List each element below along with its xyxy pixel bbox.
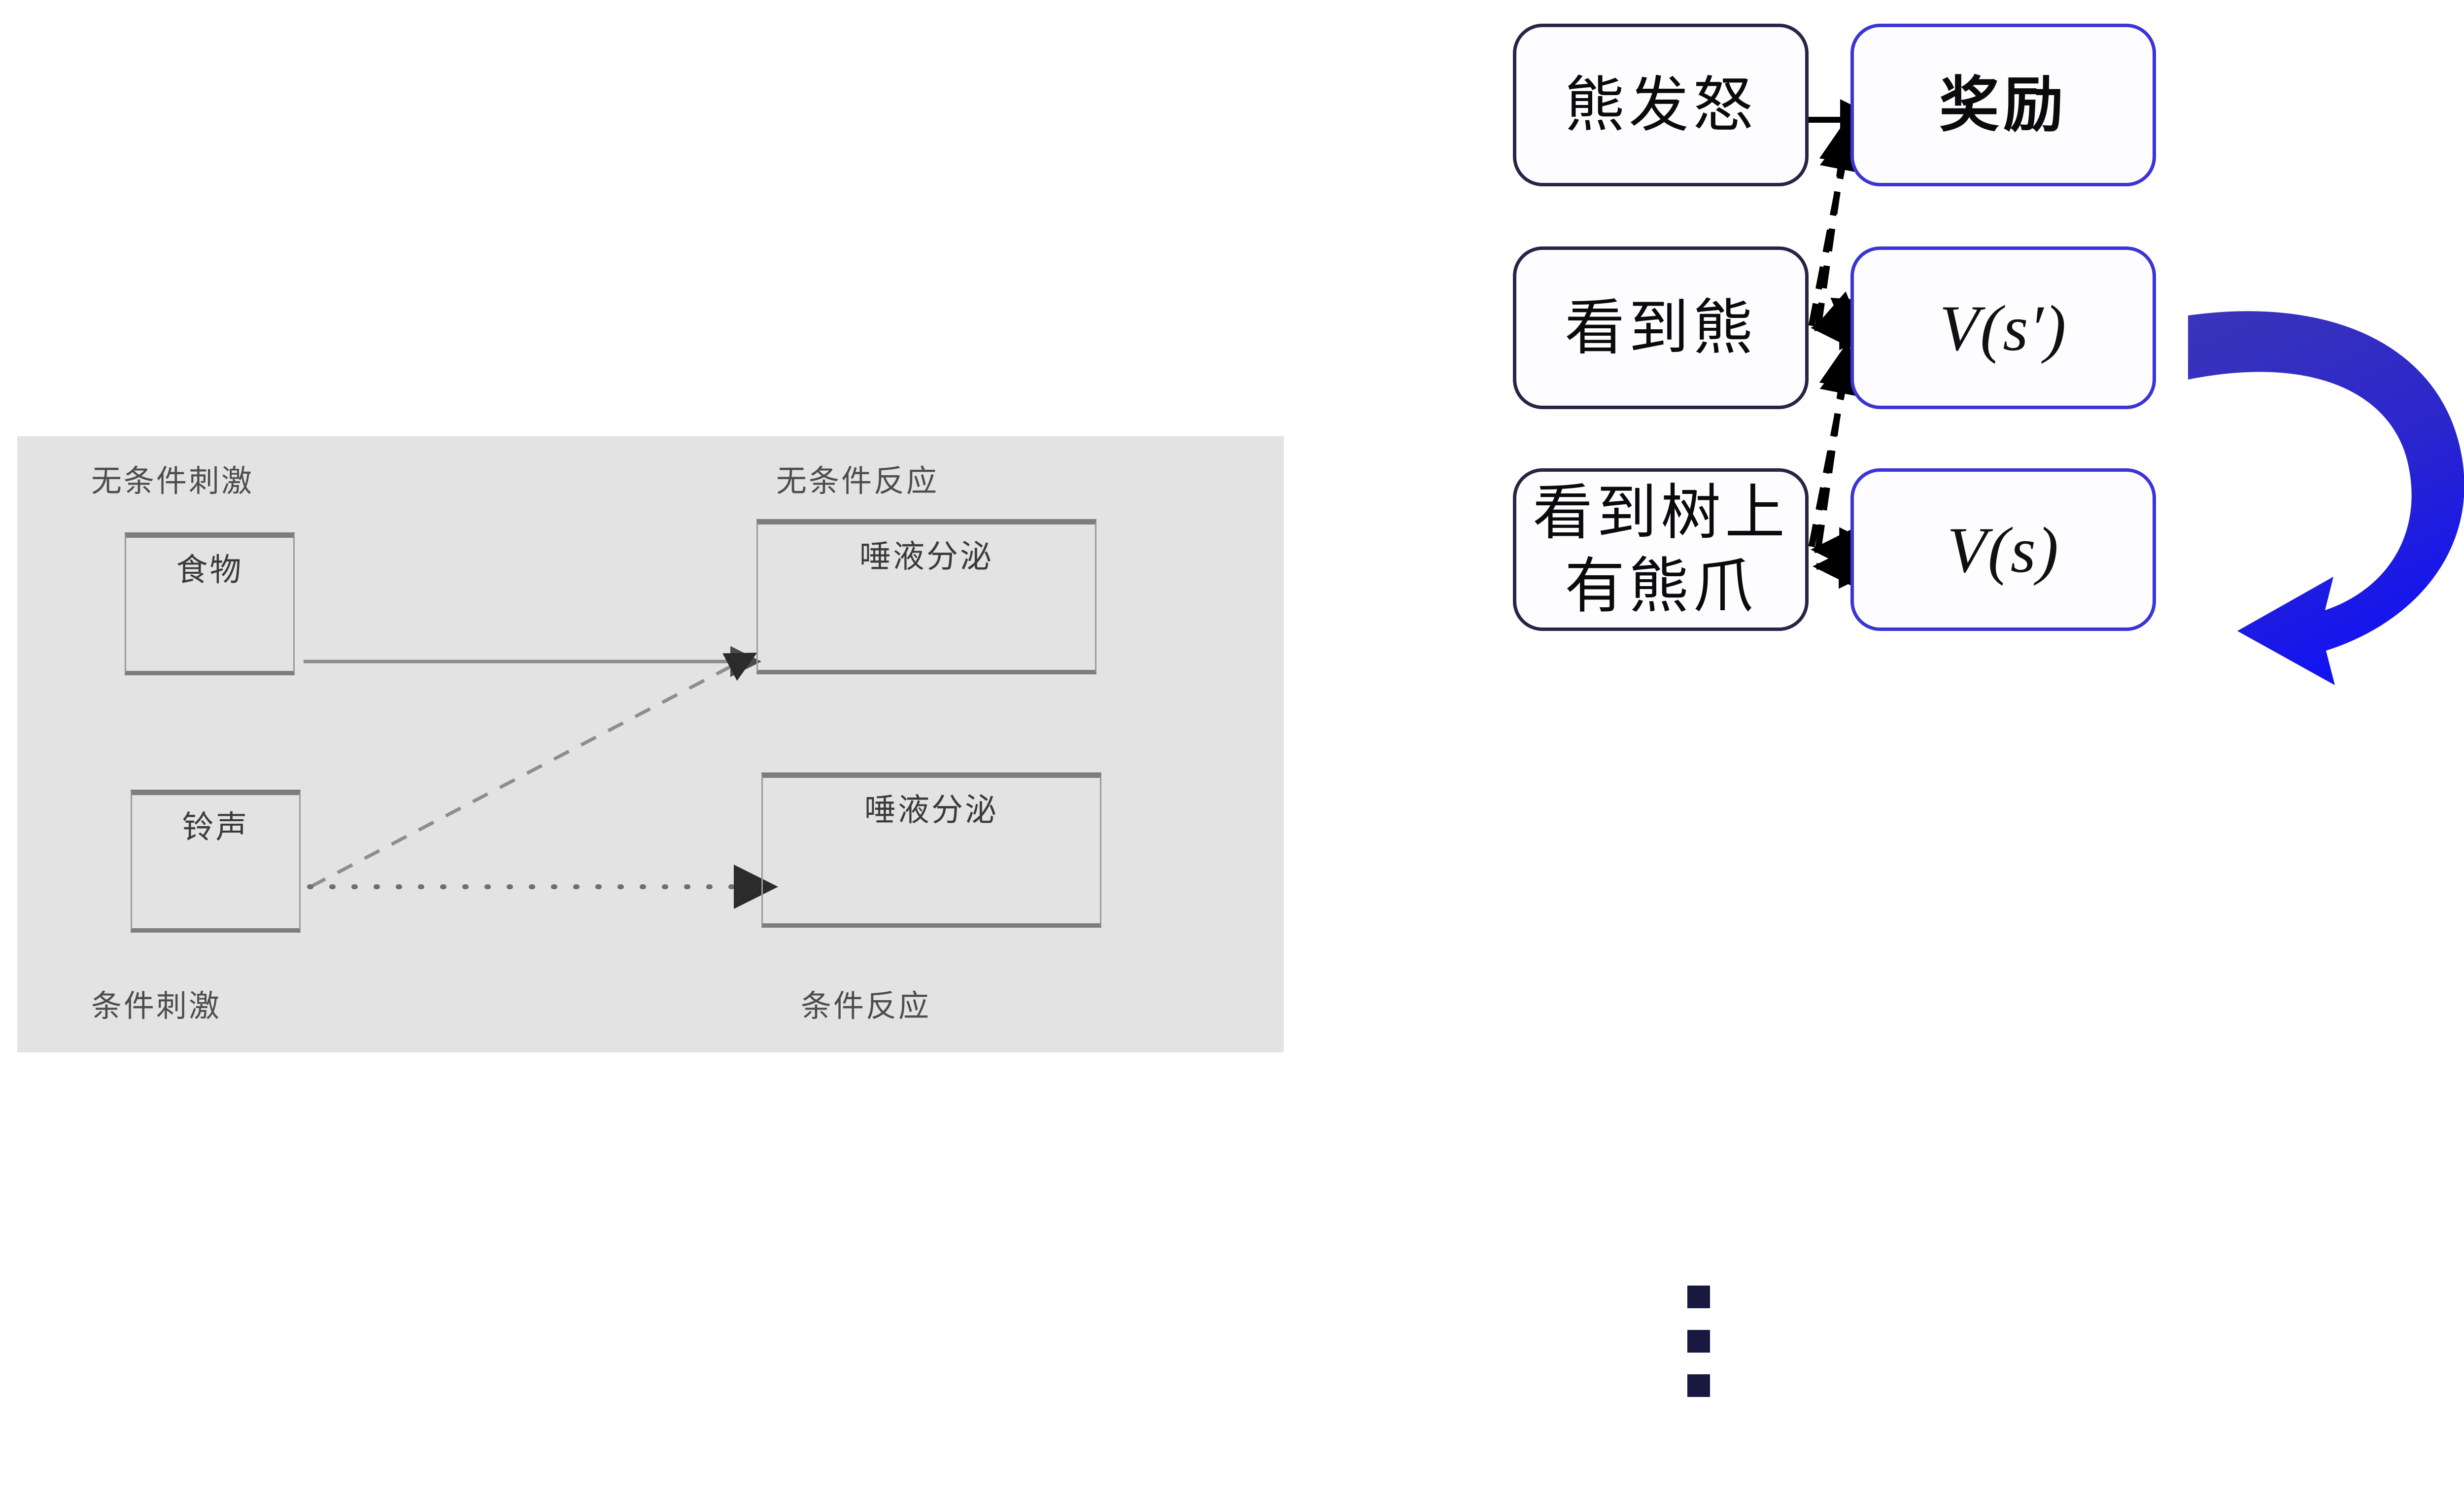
caption-conditioned-stimulus: 条件刺激 <box>91 989 222 1023</box>
cc-box-bell: 铃声 <box>131 790 301 933</box>
cc-box-food: 食物 <box>125 532 295 675</box>
rl-box-see-bear: 看到熊 <box>1513 246 1809 409</box>
cc-box-salivation-bottom: 唾液分泌 <box>761 772 1101 928</box>
rl-edges-layer <box>1808 99 2464 685</box>
caption-conditioned-response: 条件反应 <box>801 989 931 1023</box>
cc-box-salivation-top-label: 唾液分泌 <box>859 539 993 574</box>
cc-box-food-label: 食物 <box>176 552 243 588</box>
rl-box-see-bear-claw-label: 看到树上 有熊爪 <box>1533 479 1789 620</box>
classical-conditioning-panel: 无条件刺激 无条件反应 条件刺激 条件反应 食物 铃声 唾液分泌 唾液分泌 <box>17 436 1284 1052</box>
ellipsis-left-column <box>1687 1286 1710 1397</box>
update-loop-arrow <box>2188 311 2464 685</box>
rl-box-value-state-label: V(s) <box>1947 513 2059 586</box>
ellipsis-square <box>1687 1330 1710 1353</box>
cc-box-bell-label: 铃声 <box>182 809 249 845</box>
caption-unconditioned-stimulus: 无条件刺激 <box>91 464 254 498</box>
rl-box-value-state: V(s) <box>1850 468 2156 631</box>
rl-box-reward: 奖励 <box>1850 24 2156 186</box>
rl-box-reward-label: 奖励 <box>1939 71 2067 139</box>
edge-see-bear-to-vsprime <box>1813 291 1881 340</box>
ellipsis-square <box>1687 1286 1710 1308</box>
rl-td-learning-diagram: 熊发怒 看到熊 看到树上 有熊爪 奖励 V(s′) V(s) <box>1429 0 2464 1499</box>
classical-conditioning-edges <box>304 646 778 909</box>
edge-claw-to-vsprime <box>1808 349 1864 548</box>
caption-unconditioned-response: 无条件反应 <box>776 464 939 498</box>
rl-box-see-bear-label: 看到熊 <box>1565 294 1757 361</box>
edge-see-bear-to-reward <box>1808 125 1864 327</box>
rl-box-see-bear-claw: 看到树上 有熊爪 <box>1513 468 1809 631</box>
rl-box-bear-angry: 熊发怒 <box>1513 24 1809 186</box>
rl-box-value-next-state-label: V(s′) <box>1939 291 2067 364</box>
rl-box-value-next-state: V(s′) <box>1850 246 2156 409</box>
cc-box-salivation-top: 唾液分泌 <box>756 519 1096 674</box>
rl-box-bear-angry-label: 熊发怒 <box>1565 71 1757 139</box>
edge-bell-to-salivation-top <box>309 653 757 889</box>
cc-box-salivation-bottom-label: 唾液分泌 <box>864 792 998 828</box>
ellipsis-square <box>1687 1374 1710 1397</box>
